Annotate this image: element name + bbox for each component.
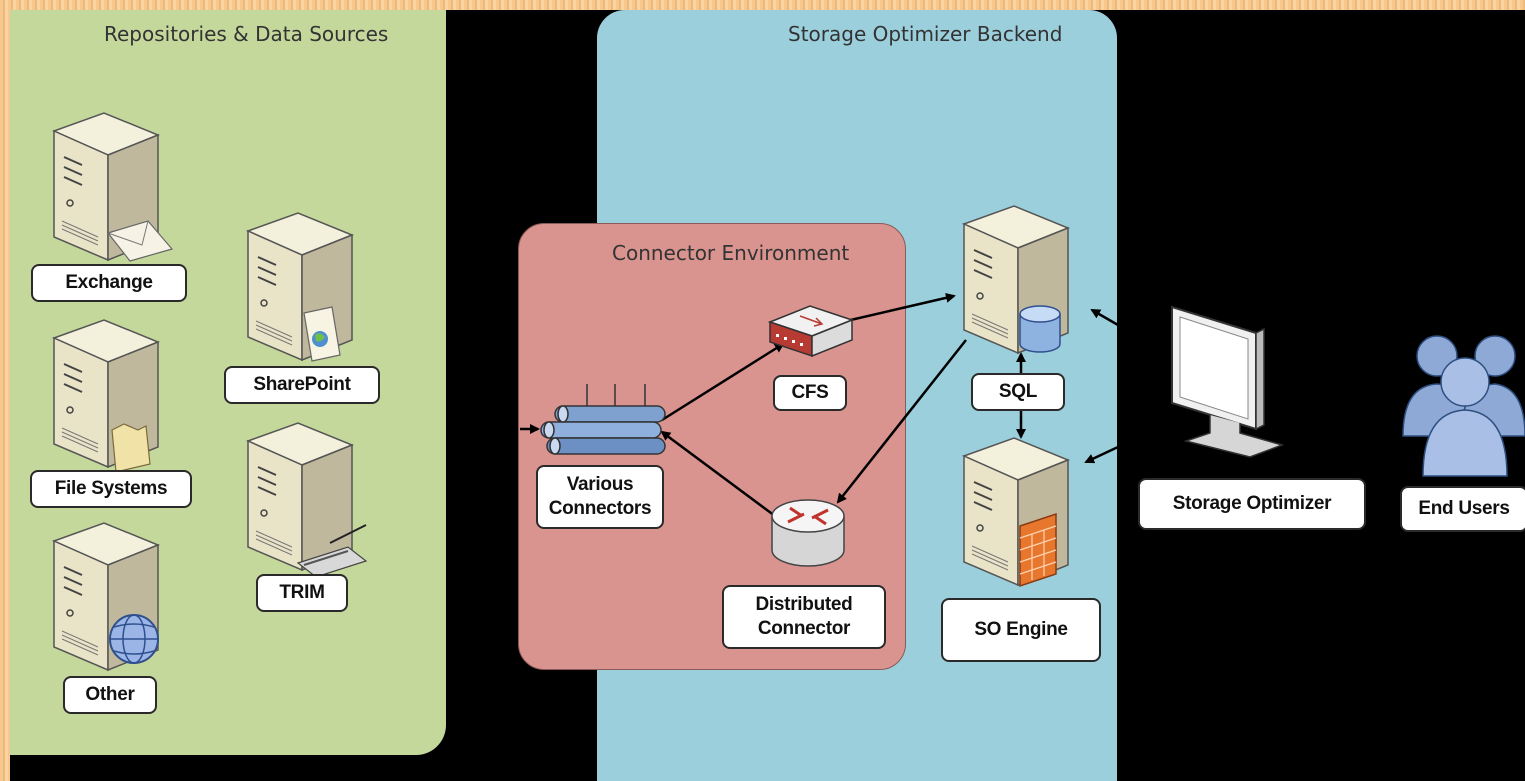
file-systems-server-icon — [51, 319, 161, 473]
top-border — [0, 0, 1525, 10]
other-server-icon — [51, 522, 161, 672]
so-engine-server-icon — [961, 437, 1071, 588]
end-users-label: End Users — [1400, 486, 1525, 532]
exchange-server-icon — [51, 112, 174, 262]
various-connectors-label: Various Connectors — [536, 465, 664, 529]
so-engine-label: SO Engine — [941, 598, 1101, 662]
sharepoint-label: SharePoint — [224, 366, 380, 404]
trim-server-icon — [245, 422, 368, 578]
arrow-sql-to-distributed — [836, 339, 967, 504]
arrow-connectors-to-cfs — [661, 342, 785, 422]
storage-optimizer-label: Storage Optimizer — [1138, 478, 1366, 530]
distributed-connector-label: Distributed Connector — [722, 585, 886, 649]
backend-panel-title: Storage Optimizer Backend — [788, 22, 1063, 46]
distributed-connector-router-icon — [771, 499, 845, 567]
connector-environment-title: Connector Environment — [612, 241, 850, 265]
arrow-storage-to-sql — [1090, 308, 1119, 327]
trim-label: TRIM — [256, 574, 348, 612]
arrow-cfs-to-sql — [841, 292, 956, 324]
monitor-icon — [1171, 305, 1285, 458]
repositories-panel-title: Repositories & Data Sources — [104, 22, 389, 46]
arrow-distributed-to-connectors — [660, 430, 776, 518]
cfs-label: CFS — [773, 375, 847, 411]
arrow-storage-to-engine — [1084, 445, 1119, 464]
file-systems-label: File Systems — [30, 470, 192, 508]
other-label: Other — [63, 676, 157, 714]
left-border — [0, 0, 10, 781]
end-users-icon — [1402, 335, 1525, 477]
sharepoint-server-icon — [245, 212, 355, 362]
sql-label: SQL — [971, 373, 1065, 411]
exchange-label: Exchange — [31, 264, 187, 302]
sql-server-icon — [961, 205, 1071, 355]
cfs-appliance-icon — [767, 305, 855, 358]
various-connectors-icon — [540, 384, 666, 455]
